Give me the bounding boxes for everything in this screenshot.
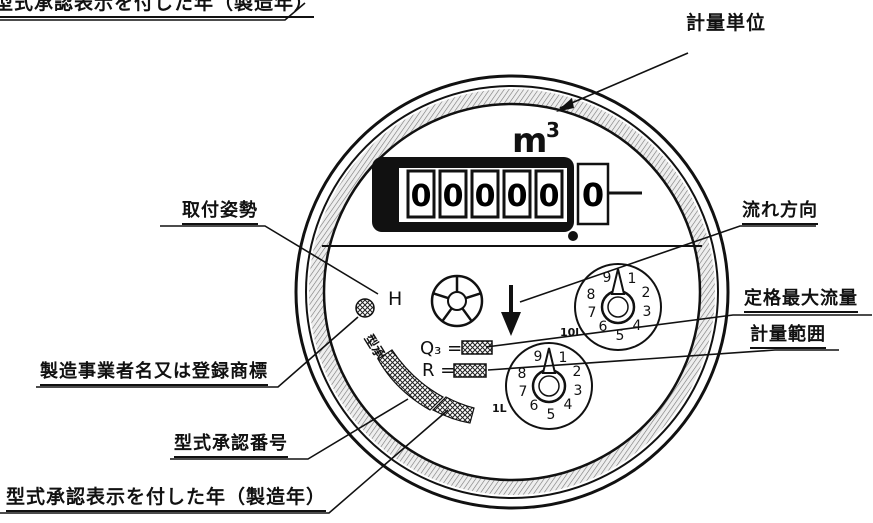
dial-upper-num: 3 — [643, 304, 652, 320]
label-manufacturer: 製造事業者名又は登録商標 — [40, 363, 268, 386]
approval-year-band — [431, 396, 475, 424]
odometer-last-digit: 0 — [582, 176, 604, 214]
odometer-digit: 0 — [475, 179, 496, 214]
unit-exponent: 3 — [546, 118, 560, 142]
odometer-digit: 0 — [443, 179, 464, 214]
odometer-digit: 0 — [507, 179, 528, 214]
dial-lower-factor: 1L — [492, 402, 507, 415]
unit-symbol: m — [512, 121, 547, 161]
label-approval-number: 型式承認番号 — [174, 435, 288, 458]
odometer-digit: 0 — [411, 179, 432, 214]
r-value-box — [453, 363, 487, 378]
dial-upper-num: 1 — [628, 271, 637, 287]
dial-lower-num: 7 — [519, 384, 528, 400]
dial-lower-num: 3 — [574, 383, 583, 399]
dial-upper-num: 8 — [587, 287, 596, 303]
meter-rings — [294, 74, 730, 510]
dial-lower-num: 2 — [573, 364, 582, 380]
label-approval-year-top: 型式承認表示を付した年（製造年） — [0, 0, 315, 18]
mounting-code: H — [388, 288, 402, 310]
dial-upper-num: 9 — [603, 270, 612, 286]
dial-upper-num: 7 — [588, 305, 597, 321]
odometer: 0 0 0 0 0 0 — [372, 157, 642, 241]
q3-value-box — [461, 340, 493, 355]
q3-label: Q₃ = — [420, 338, 462, 359]
star-wheel-icon — [430, 274, 484, 328]
dial-lower-num: 8 — [518, 366, 527, 382]
label-approval-year: 型式承認表示を付した年（製造年） — [6, 488, 327, 512]
flow-arrow-icon — [501, 285, 521, 336]
dial-upper: 9 1 2 3 4 5 6 7 8 — [574, 263, 662, 351]
approval-number-band — [377, 349, 444, 411]
manufacturer-logo — [355, 298, 375, 318]
label-flow-direction: 流れ方向 — [742, 202, 818, 225]
label-rated-max-flow: 定格最大流量 — [744, 290, 858, 313]
dial-lower-num: 6 — [530, 398, 539, 414]
dial-lower-num: 4 — [564, 397, 573, 413]
dial-upper-num: 6 — [599, 319, 608, 335]
dial-lower: 9 1 2 3 4 5 6 7 8 — [505, 342, 593, 430]
label-mounting: 取付姿勢 — [182, 202, 258, 225]
r-label: R = — [422, 360, 455, 381]
label-unit: 計量単位 — [686, 12, 767, 34]
dial-upper-num: 2 — [642, 285, 651, 301]
dial-lower-num: 9 — [534, 349, 543, 365]
dial-upper-num: 5 — [616, 328, 625, 344]
dial-upper-num: 4 — [633, 318, 642, 334]
dial-lower-num: 1 — [559, 350, 568, 366]
leader-lines — [0, 2, 872, 514]
dial-lower-num: 5 — [547, 407, 556, 423]
odometer-digit: 0 — [539, 179, 560, 214]
label-measuring-range: 計量範囲 — [750, 326, 826, 349]
